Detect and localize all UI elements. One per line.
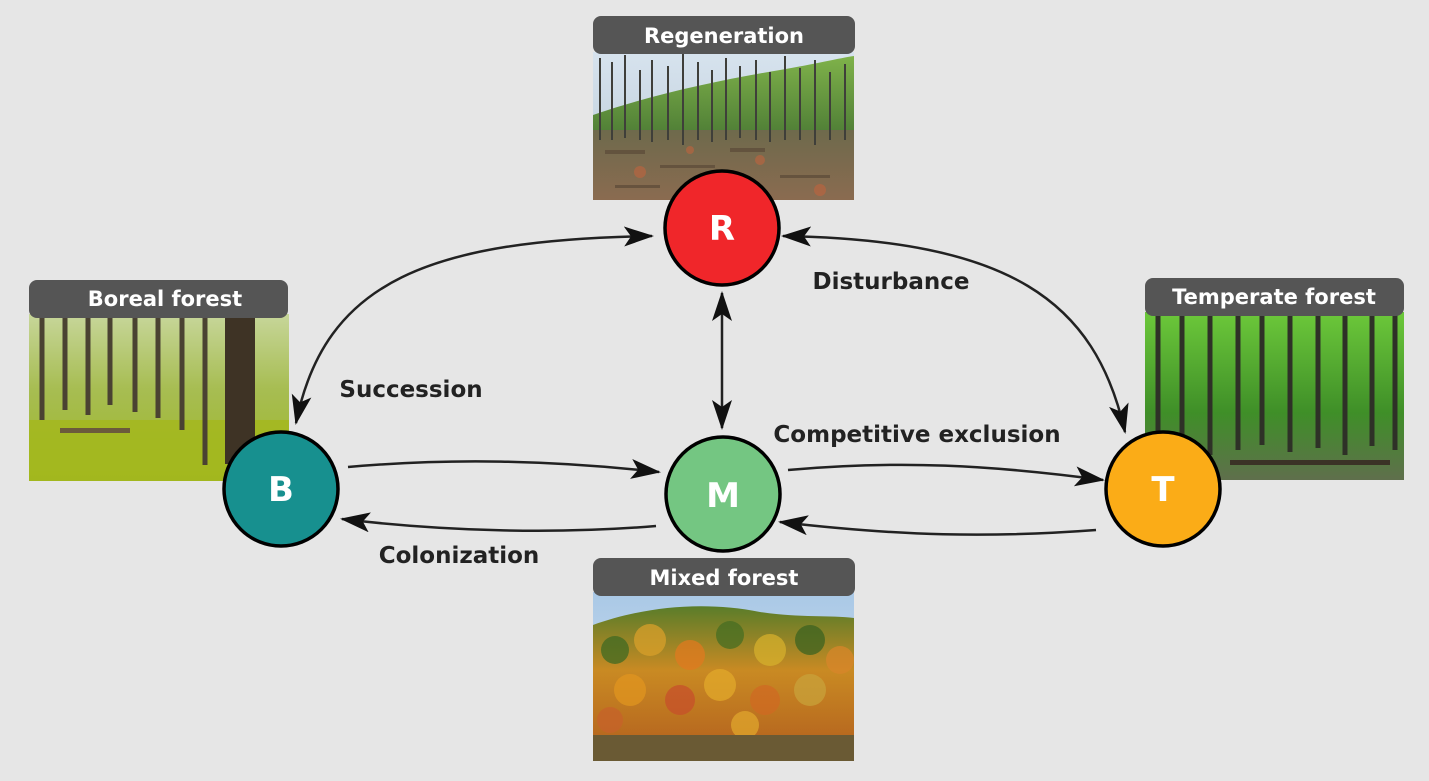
node-t-letter: T <box>1151 470 1175 510</box>
label-colonization: Colonization <box>379 543 540 569</box>
node-m-circle <box>664 435 782 553</box>
node-m: M <box>664 435 782 553</box>
mixed-forest-autumn-photo <box>593 592 854 761</box>
mixed-title: Mixed forest <box>650 566 799 590</box>
arrow-r-t-disturbance <box>781 226 1129 434</box>
regeneration-panel: Regeneration <box>593 16 855 200</box>
node-b: B <box>222 430 340 548</box>
node-b-letter: B <box>268 470 294 510</box>
node-t: T <box>1104 430 1222 548</box>
boreal-title: Boreal forest <box>88 287 242 311</box>
arrow-b-to-m <box>347 458 661 479</box>
label-succession: Succession <box>339 377 482 403</box>
arrow-b-r-succession <box>291 226 654 425</box>
arrow-m-to-t <box>787 463 1105 487</box>
temperate-panel: Temperate forest <box>1145 278 1404 480</box>
node-r: R <box>663 169 781 287</box>
mixed-panel: Mixed forest <box>593 558 855 761</box>
transition-arrows <box>291 226 1129 536</box>
label-disturbance: Disturbance <box>813 269 970 295</box>
arrow-t-to-m <box>778 515 1097 536</box>
node-t-circle <box>1104 430 1222 548</box>
node-r-letter: R <box>709 209 735 249</box>
node-b-circle <box>222 430 340 548</box>
node-r-circle <box>663 169 781 287</box>
burned-forest-photo <box>593 52 854 200</box>
temperate-title: Temperate forest <box>1172 285 1376 309</box>
label-competitive-exclusion: Competitive exclusion <box>773 422 1060 448</box>
regeneration-title: Regeneration <box>644 24 804 48</box>
mixed-header <box>593 558 855 596</box>
temperate-header <box>1145 278 1404 316</box>
boreal-header <box>29 280 288 318</box>
arrow-m-to-b <box>340 512 657 533</box>
regeneration-header <box>593 16 855 54</box>
boreal-panel: Boreal forest <box>29 280 289 481</box>
node-m-letter: M <box>706 476 740 516</box>
